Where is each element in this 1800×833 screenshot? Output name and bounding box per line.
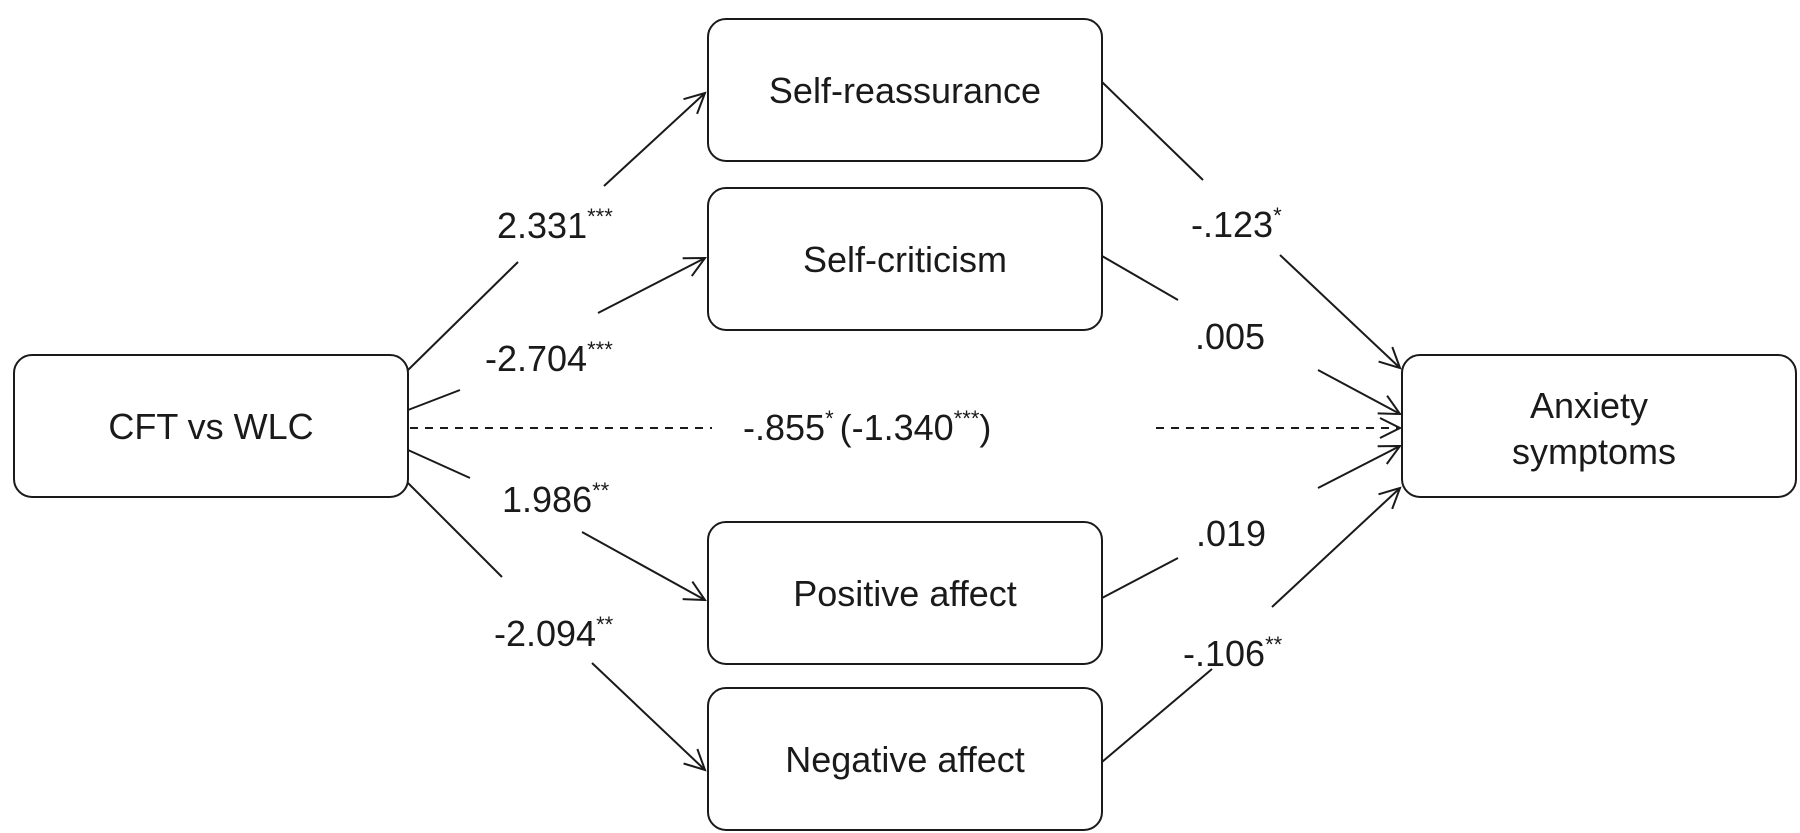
node-anxiety-label: Anxiety symptoms — [1512, 385, 1676, 472]
coef-value: 1.986 — [502, 479, 592, 520]
edge-self-criticism-to-anxiety — [1101, 255, 1400, 414]
coef-b-self-criticism: .005 — [1195, 316, 1265, 357]
coef-value: .005 — [1195, 316, 1265, 357]
edge-cft-to-positive-affect — [407, 449, 705, 600]
coef-significance: *** — [587, 337, 613, 362]
coef-significance: ** — [596, 612, 614, 637]
node-cft-vs-wlc-label: CFT vs WLC — [108, 406, 313, 447]
node-negative-affect-label: Negative affect — [785, 739, 1024, 780]
coef-total-significance: *** — [954, 406, 980, 431]
edge-cft-to-self-reassurance — [407, 93, 705, 371]
node-cft-vs-wlc: CFT vs WLC — [13, 354, 409, 498]
coef-significance: ** — [592, 478, 610, 503]
coef-direct-effect: -.855*(-1.340***) — [743, 406, 991, 448]
coef-a-self-criticism: -2.704*** — [485, 337, 613, 379]
node-positive-affect: Positive affect — [707, 521, 1103, 665]
coef-b-self-reassurance: -.123* — [1191, 203, 1282, 245]
coef-value: .019 — [1196, 513, 1266, 554]
coef-significance: ** — [1265, 632, 1283, 657]
edge-negative-affect-to-anxiety — [1101, 488, 1400, 763]
node-anxiety-symptoms: Anxiety symptoms — [1401, 354, 1797, 498]
edge-self-reassurance-to-anxiety — [1101, 81, 1400, 368]
edge-cft-to-self-criticism — [407, 258, 705, 411]
coef-b-negative-affect: -.106** — [1183, 632, 1283, 674]
coef-significance: * — [1273, 203, 1282, 228]
node-positive-affect-label: Positive affect — [793, 573, 1016, 614]
node-self-criticism-label: Self-criticism — [803, 239, 1007, 280]
coef-total-value: (-1.340 — [840, 407, 954, 448]
coef-a-self-reassurance: 2.331*** — [497, 204, 613, 246]
node-self-reassurance-label: Self-reassurance — [769, 70, 1041, 111]
coef-a-positive-affect: 1.986** — [502, 478, 610, 520]
coef-value: -.123 — [1191, 204, 1273, 245]
coef-a-negative-affect: -2.094** — [494, 612, 614, 654]
node-anxiety-label-line2: symptoms — [1512, 431, 1676, 472]
coef-significance: *** — [587, 204, 613, 229]
node-self-criticism: Self-criticism — [707, 187, 1103, 331]
node-self-reassurance: Self-reassurance — [707, 18, 1103, 162]
edge-cft-to-negative-affect — [407, 482, 705, 770]
coef-value: -.855 — [743, 407, 825, 448]
coef-value: -.106 — [1183, 633, 1265, 674]
node-anxiety-label-line1: Anxiety — [1530, 385, 1648, 426]
coef-significance: * — [825, 406, 834, 431]
node-negative-affect: Negative affect — [707, 687, 1103, 831]
coef-total-close: ) — [979, 407, 991, 448]
coef-value: 2.331 — [497, 205, 587, 246]
edge-positive-affect-to-anxiety — [1101, 446, 1400, 599]
coef-value: -2.704 — [485, 338, 587, 379]
coef-b-positive-affect: .019 — [1196, 513, 1266, 554]
coef-value: -2.094 — [494, 613, 596, 654]
